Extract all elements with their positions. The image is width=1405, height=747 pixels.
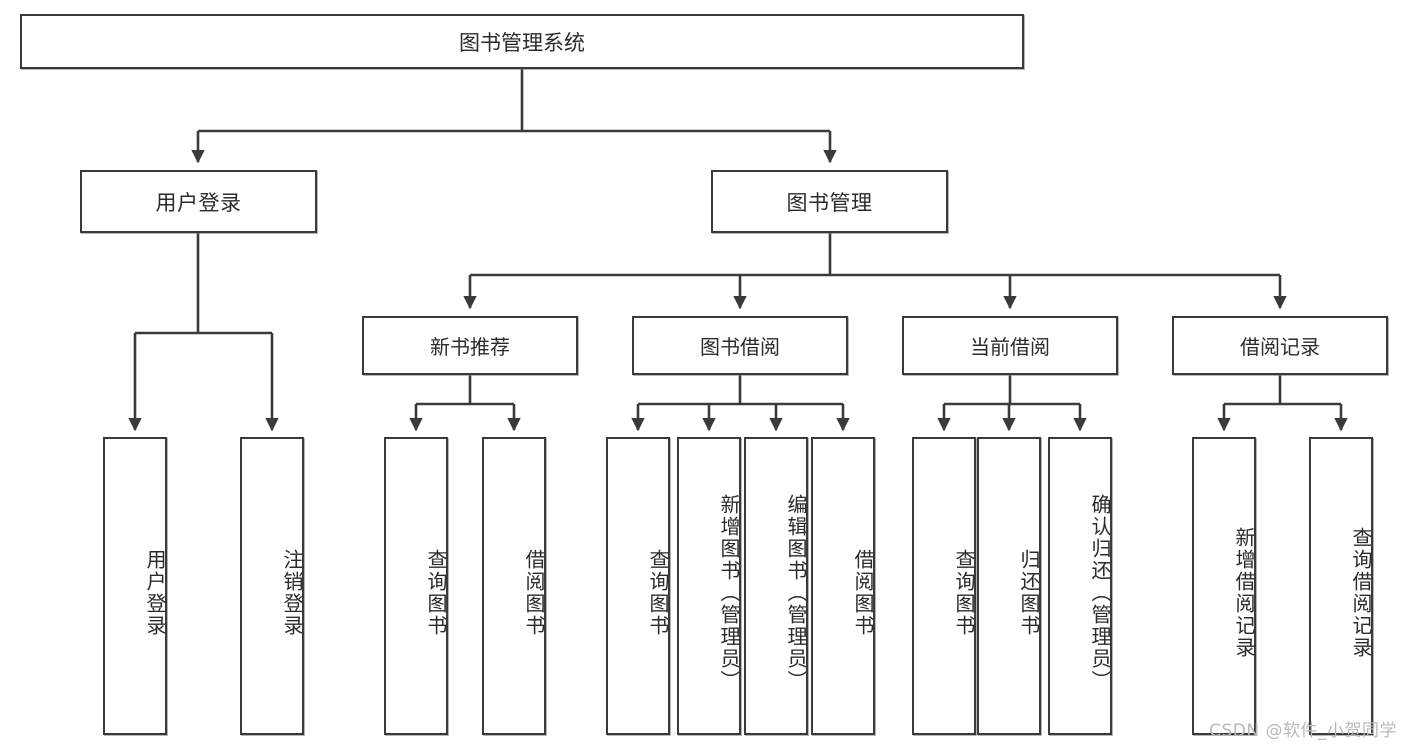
leaf-user-logout[interactable]: 注销登录 (240, 437, 304, 735)
node-label: 查询图书 (646, 549, 670, 637)
node-label: 查询图书 (952, 549, 976, 637)
node-label: 查询图书 (424, 549, 448, 637)
node-label: 确认归还（管理员） (1088, 494, 1112, 692)
node-label: 查询借阅记录 (1349, 527, 1373, 659)
leaf-confirm-return-admin[interactable]: 确认归还（管理员） (1048, 437, 1112, 735)
node-label: 用户登录 (155, 190, 242, 215)
node-label: 用户登录 (143, 549, 167, 637)
node-label: 编辑图书（管理员） (784, 494, 808, 692)
leaf-query-book-borrow[interactable]: 查询图书 (606, 437, 670, 735)
leaf-edit-book-admin[interactable]: 编辑图书（管理员） (744, 437, 808, 735)
watermark: CSDN @软件_小贺同学 (1209, 721, 1397, 741)
node-label: 借阅记录 (1240, 335, 1320, 359)
node-label: 归还图书 (1017, 549, 1041, 637)
leaf-return-book[interactable]: 归还图书 (977, 437, 1041, 735)
node-label: 当前借阅 (970, 335, 1050, 359)
node-borrow-record[interactable]: 借阅记录 (1172, 316, 1388, 375)
leaf-query-borrow-record[interactable]: 查询借阅记录 (1309, 437, 1373, 735)
leaf-borrow-book-recommend[interactable]: 借阅图书 (482, 437, 546, 735)
node-book-management[interactable]: 图书管理 (711, 170, 948, 233)
node-label: 借阅图书 (522, 549, 546, 637)
node-user-login[interactable]: 用户登录 (80, 170, 317, 233)
node-new-book-recommend[interactable]: 新书推荐 (362, 316, 578, 375)
leaf-add-book-admin[interactable]: 新增图书（管理员） (677, 437, 741, 735)
leaf-query-book-recommend[interactable]: 查询图书 (384, 437, 448, 735)
node-label: 新书推荐 (430, 335, 510, 359)
node-label: 新增图书（管理员） (717, 494, 741, 692)
node-label: 注销登录 (280, 549, 304, 637)
leaf-query-book-current[interactable]: 查询图书 (912, 437, 976, 735)
node-label: 新增借阅记录 (1232, 527, 1256, 659)
node-label: 图书借阅 (700, 335, 780, 359)
node-label: 图书管理 (786, 190, 873, 215)
node-label: 图书管理系统 (459, 30, 585, 55)
node-label: 借阅图书 (851, 549, 875, 637)
leaf-borrow-book[interactable]: 借阅图书 (811, 437, 875, 735)
leaf-user-login[interactable]: 用户登录 (103, 437, 167, 735)
node-root-system[interactable]: 图书管理系统 (20, 14, 1024, 69)
leaf-add-borrow-record[interactable]: 新增借阅记录 (1192, 437, 1256, 735)
node-current-borrow[interactable]: 当前借阅 (902, 316, 1118, 375)
node-book-borrow[interactable]: 图书借阅 (632, 316, 848, 375)
